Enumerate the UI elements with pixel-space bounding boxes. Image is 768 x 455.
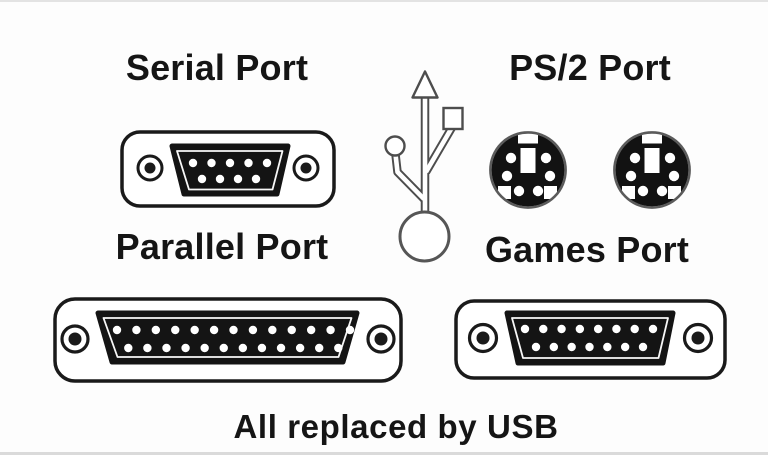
usb-base-circle [398,210,451,263]
parallel-port-connector [53,297,403,383]
usb-icon [370,68,480,268]
pin-row [124,343,343,353]
screw-hole [467,322,499,354]
label-parallel-port: Parallel Port [115,226,329,267]
pin-row [112,325,355,335]
label-games-port: Games Port [484,229,690,270]
screw-hole [60,324,90,354]
usb-limbs-fill [392,94,456,215]
d-sub-shroud [504,310,676,366]
screw-hole [292,154,320,182]
d-sub-shroud [169,143,291,197]
d-sub-inner-line [176,150,284,191]
screw-hole [366,324,396,354]
d-sub-inner-line [511,317,669,359]
pin-row [531,342,648,352]
d-sub-shroud [95,310,360,365]
usb-square-terminal [442,106,464,131]
top-edge-artifact [0,0,768,2]
screw-hole [682,322,714,354]
pin-row [197,174,261,184]
bottom-edge-artifact [0,452,768,455]
label-serial-port: Serial Port [125,47,309,88]
ps2-port-connector-1 [486,128,570,212]
ps2-port-connector-2 [610,128,694,212]
pin-row [188,158,272,168]
d-sub-inner-line [102,317,353,358]
label-ps2-port: PS/2 Port [509,47,671,88]
usb-arrow [411,70,439,99]
caption-all-replaced-by-usb: All replaced by USB [233,408,559,445]
usb-circle-terminal [384,135,406,157]
pin-row [520,324,658,334]
serial-port-connector [120,130,336,208]
screw-hole [136,154,164,182]
games-port-connector [454,299,727,380]
